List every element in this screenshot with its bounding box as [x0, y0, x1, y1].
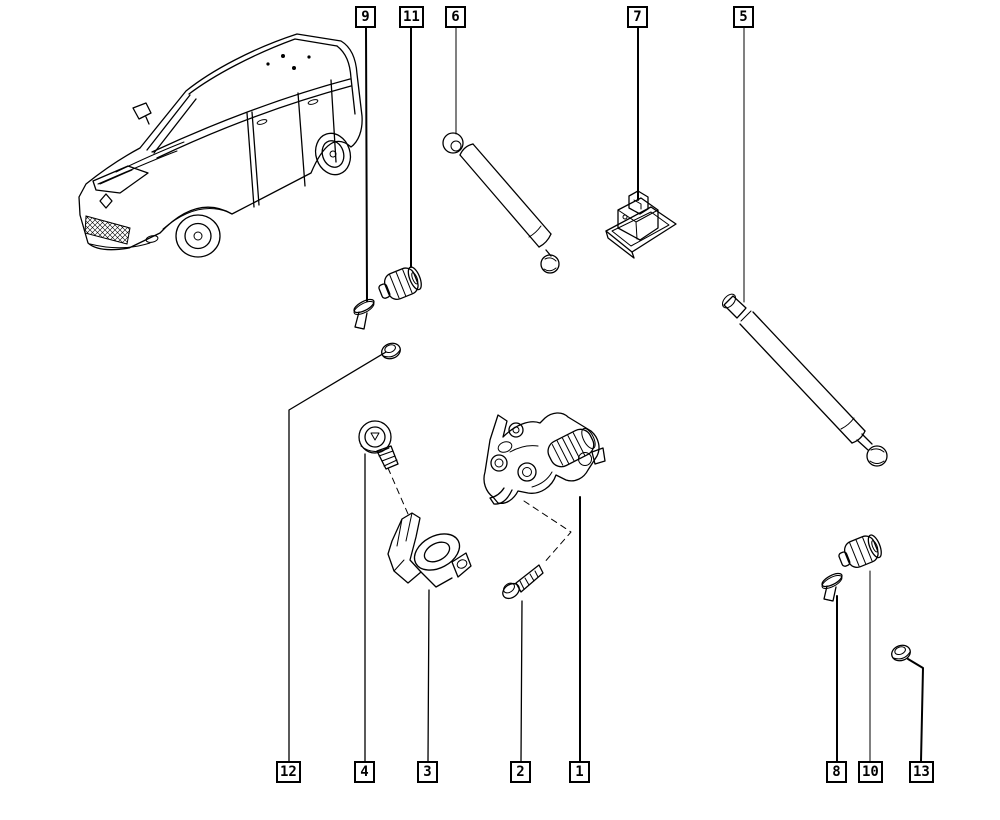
callout-6[interactable]: 6: [445, 6, 466, 28]
callout-10[interactable]: 10: [858, 761, 883, 783]
callout-11[interactable]: 11: [399, 6, 424, 28]
part-2-screw-icon: [502, 564, 544, 600]
assembly-dash-1-2: [523, 500, 572, 565]
leader-9: [365, 27, 368, 302]
part-6-gas-strut-icon: [442, 132, 560, 274]
callout-8[interactable]: 8: [826, 761, 847, 783]
part-1-latch-assembly-icon: [483, 412, 606, 505]
part-7-switch-icon: [605, 190, 677, 259]
callout-12[interactable]: 12: [276, 761, 301, 783]
part-13-nut-icon: [891, 644, 911, 662]
callout-5[interactable]: 5: [733, 6, 754, 28]
part-8-push-clip-icon: [821, 572, 843, 602]
callout-9[interactable]: 9: [355, 6, 376, 28]
callout-1[interactable]: 1: [569, 761, 590, 783]
part-11-buffer-grommet-icon: [378, 266, 422, 300]
part-12-nut-icon: [381, 342, 401, 360]
leader-3: [427, 589, 430, 762]
leader-13: [907, 658, 924, 762]
part-3-striker-bracket-icon: [387, 512, 472, 588]
leader-lines: [288, 27, 924, 762]
callout-13[interactable]: 13: [909, 761, 934, 783]
callout-3[interactable]: 3: [417, 761, 438, 783]
leader-12: [288, 351, 387, 762]
part-10-buffer-grommet-icon: [838, 534, 882, 568]
callout-2[interactable]: 2: [510, 761, 531, 783]
vehicle-icon: [78, 33, 363, 258]
assembly-dash-4-3: [387, 467, 409, 515]
part-4-screw-icon: [358, 420, 399, 470]
callout-7[interactable]: 7: [627, 6, 648, 28]
part-9-push-clip-icon: [353, 298, 375, 330]
part-5-gas-strut-icon: [721, 293, 888, 467]
leader-2: [520, 600, 523, 762]
callout-4[interactable]: 4: [354, 761, 375, 783]
